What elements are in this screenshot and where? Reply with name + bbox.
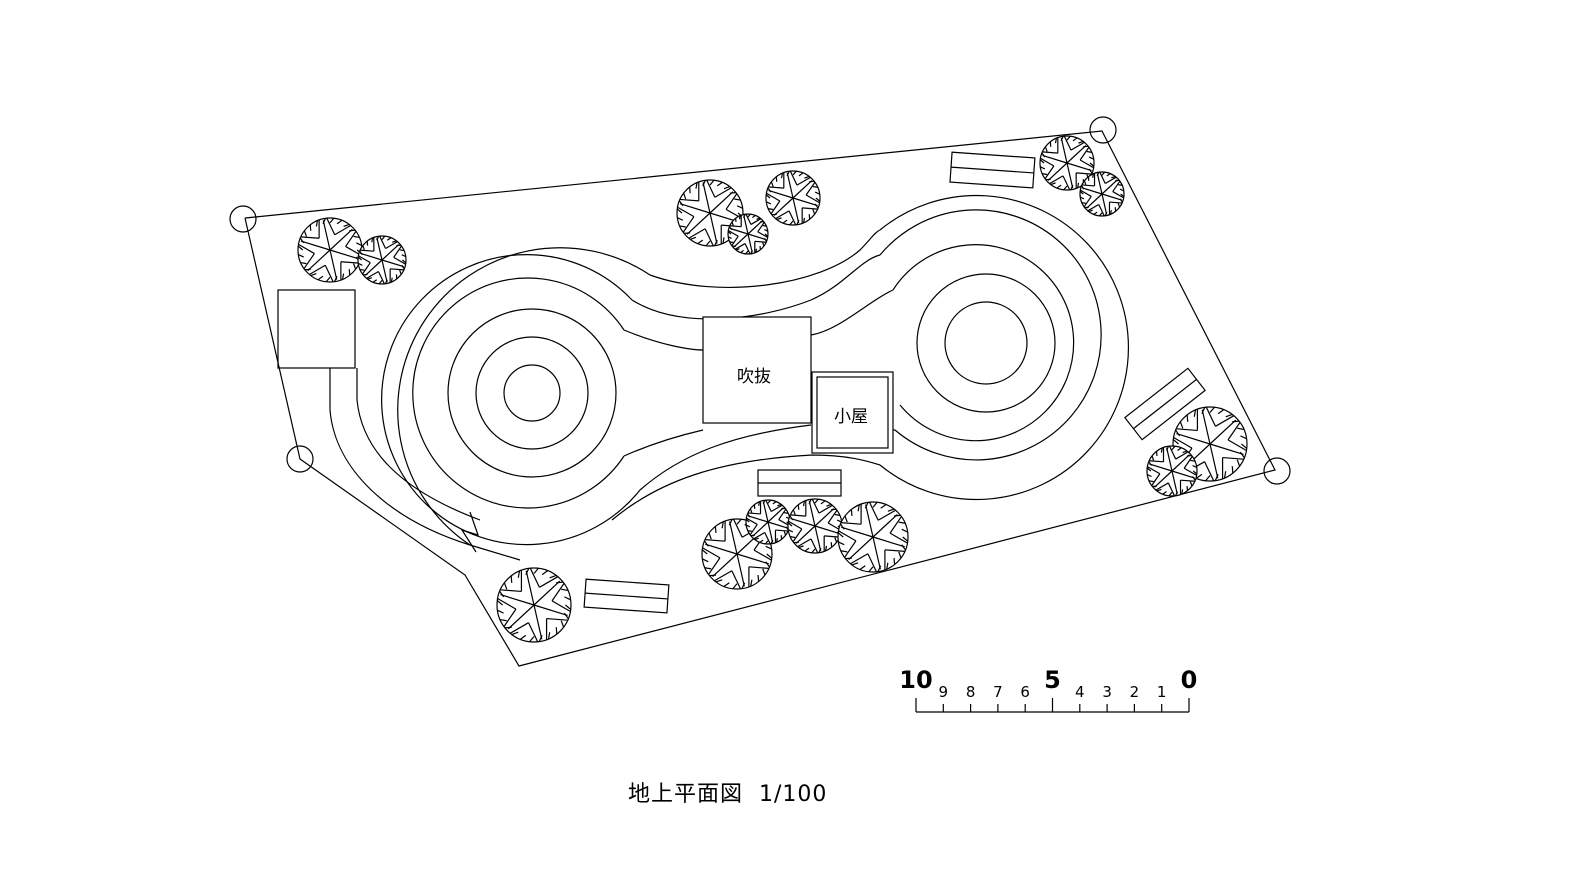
tree-icon xyxy=(357,235,407,285)
scale-label: 6 xyxy=(1020,683,1030,701)
tree-icon xyxy=(1146,445,1198,497)
tree-icon xyxy=(745,499,791,545)
scale-label: 9 xyxy=(938,683,949,701)
boundary-corner-markers xyxy=(229,116,1291,485)
atrium-label: 吹抜 xyxy=(737,367,771,387)
scale-label: 3 xyxy=(1102,683,1112,701)
tree-icon xyxy=(1039,135,1095,191)
site-boundary xyxy=(244,130,1276,667)
tree-icon xyxy=(676,179,744,247)
scale-label: 1 xyxy=(1156,683,1167,701)
hut-room xyxy=(811,371,894,454)
tree-icon xyxy=(1079,171,1125,217)
tree-icon xyxy=(727,213,769,255)
tree-icon xyxy=(787,498,843,554)
driveway-path xyxy=(329,368,521,561)
left-ring-garden xyxy=(381,247,651,546)
right-ring-garden xyxy=(879,194,1129,501)
tree-icon xyxy=(765,170,821,226)
scale-label: 5 xyxy=(1044,666,1061,694)
scale-label: 7 xyxy=(993,683,1003,701)
scale-label: 0 xyxy=(1180,666,1198,694)
scale-text: 1/100 xyxy=(759,782,828,807)
tree-icon xyxy=(837,501,909,573)
scale-bar xyxy=(915,698,1190,713)
scale-label: 8 xyxy=(965,683,976,701)
title-text: 地上平面図 xyxy=(628,782,744,807)
scale-label: 2 xyxy=(1129,683,1140,701)
parking-area xyxy=(277,289,356,369)
tree-icon xyxy=(496,567,572,643)
scale-label: 10 xyxy=(899,666,933,694)
scale-label: 4 xyxy=(1075,683,1085,701)
drawing-title: 地上平面図 1/100 xyxy=(628,776,827,808)
tree-icon xyxy=(297,217,363,283)
trees xyxy=(297,135,1248,643)
benches xyxy=(583,151,1206,614)
hut-label: 小屋 xyxy=(834,407,868,427)
atrium-room xyxy=(702,316,812,424)
